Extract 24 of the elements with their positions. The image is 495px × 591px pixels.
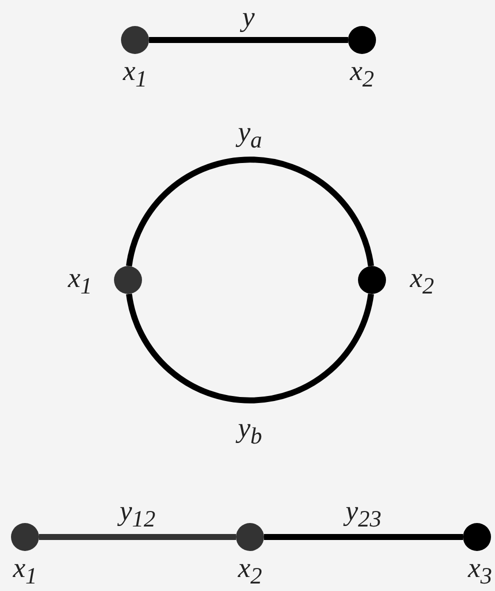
vertex-dot (114, 266, 142, 294)
edge-label: y$_{b}$ (238, 415, 262, 449)
edge-label: y$_{12}$ (120, 498, 156, 532)
vertex-label: x$_{2}$ (238, 555, 262, 589)
vertex-dot (463, 523, 491, 551)
vertex-label: x$_{2}$ (350, 58, 374, 92)
edge-line (264, 534, 463, 540)
vertex-dot (121, 26, 149, 54)
vertex-label: x$_{1}$ (12, 555, 38, 589)
edge-label: y$_{a}$ (238, 119, 262, 153)
vertex-label: x$_{1}$ (122, 58, 148, 92)
vertex-label: x$_{3}$ (468, 555, 492, 589)
vertex-label: x$_{1}$ (68, 265, 92, 299)
edge-line (126, 293, 374, 404)
vertex-dot (348, 26, 376, 54)
vertex-label: x$_{2}$ (410, 265, 434, 299)
vertex-dot (11, 523, 39, 551)
edge-line (149, 37, 348, 43)
edge-line (39, 534, 236, 540)
edge-label: y (242, 4, 255, 32)
vertex-dot (358, 266, 386, 294)
edge-label: y$_{23}$ (346, 498, 382, 532)
edge-line (126, 156, 374, 267)
vertex-dot (236, 523, 264, 551)
